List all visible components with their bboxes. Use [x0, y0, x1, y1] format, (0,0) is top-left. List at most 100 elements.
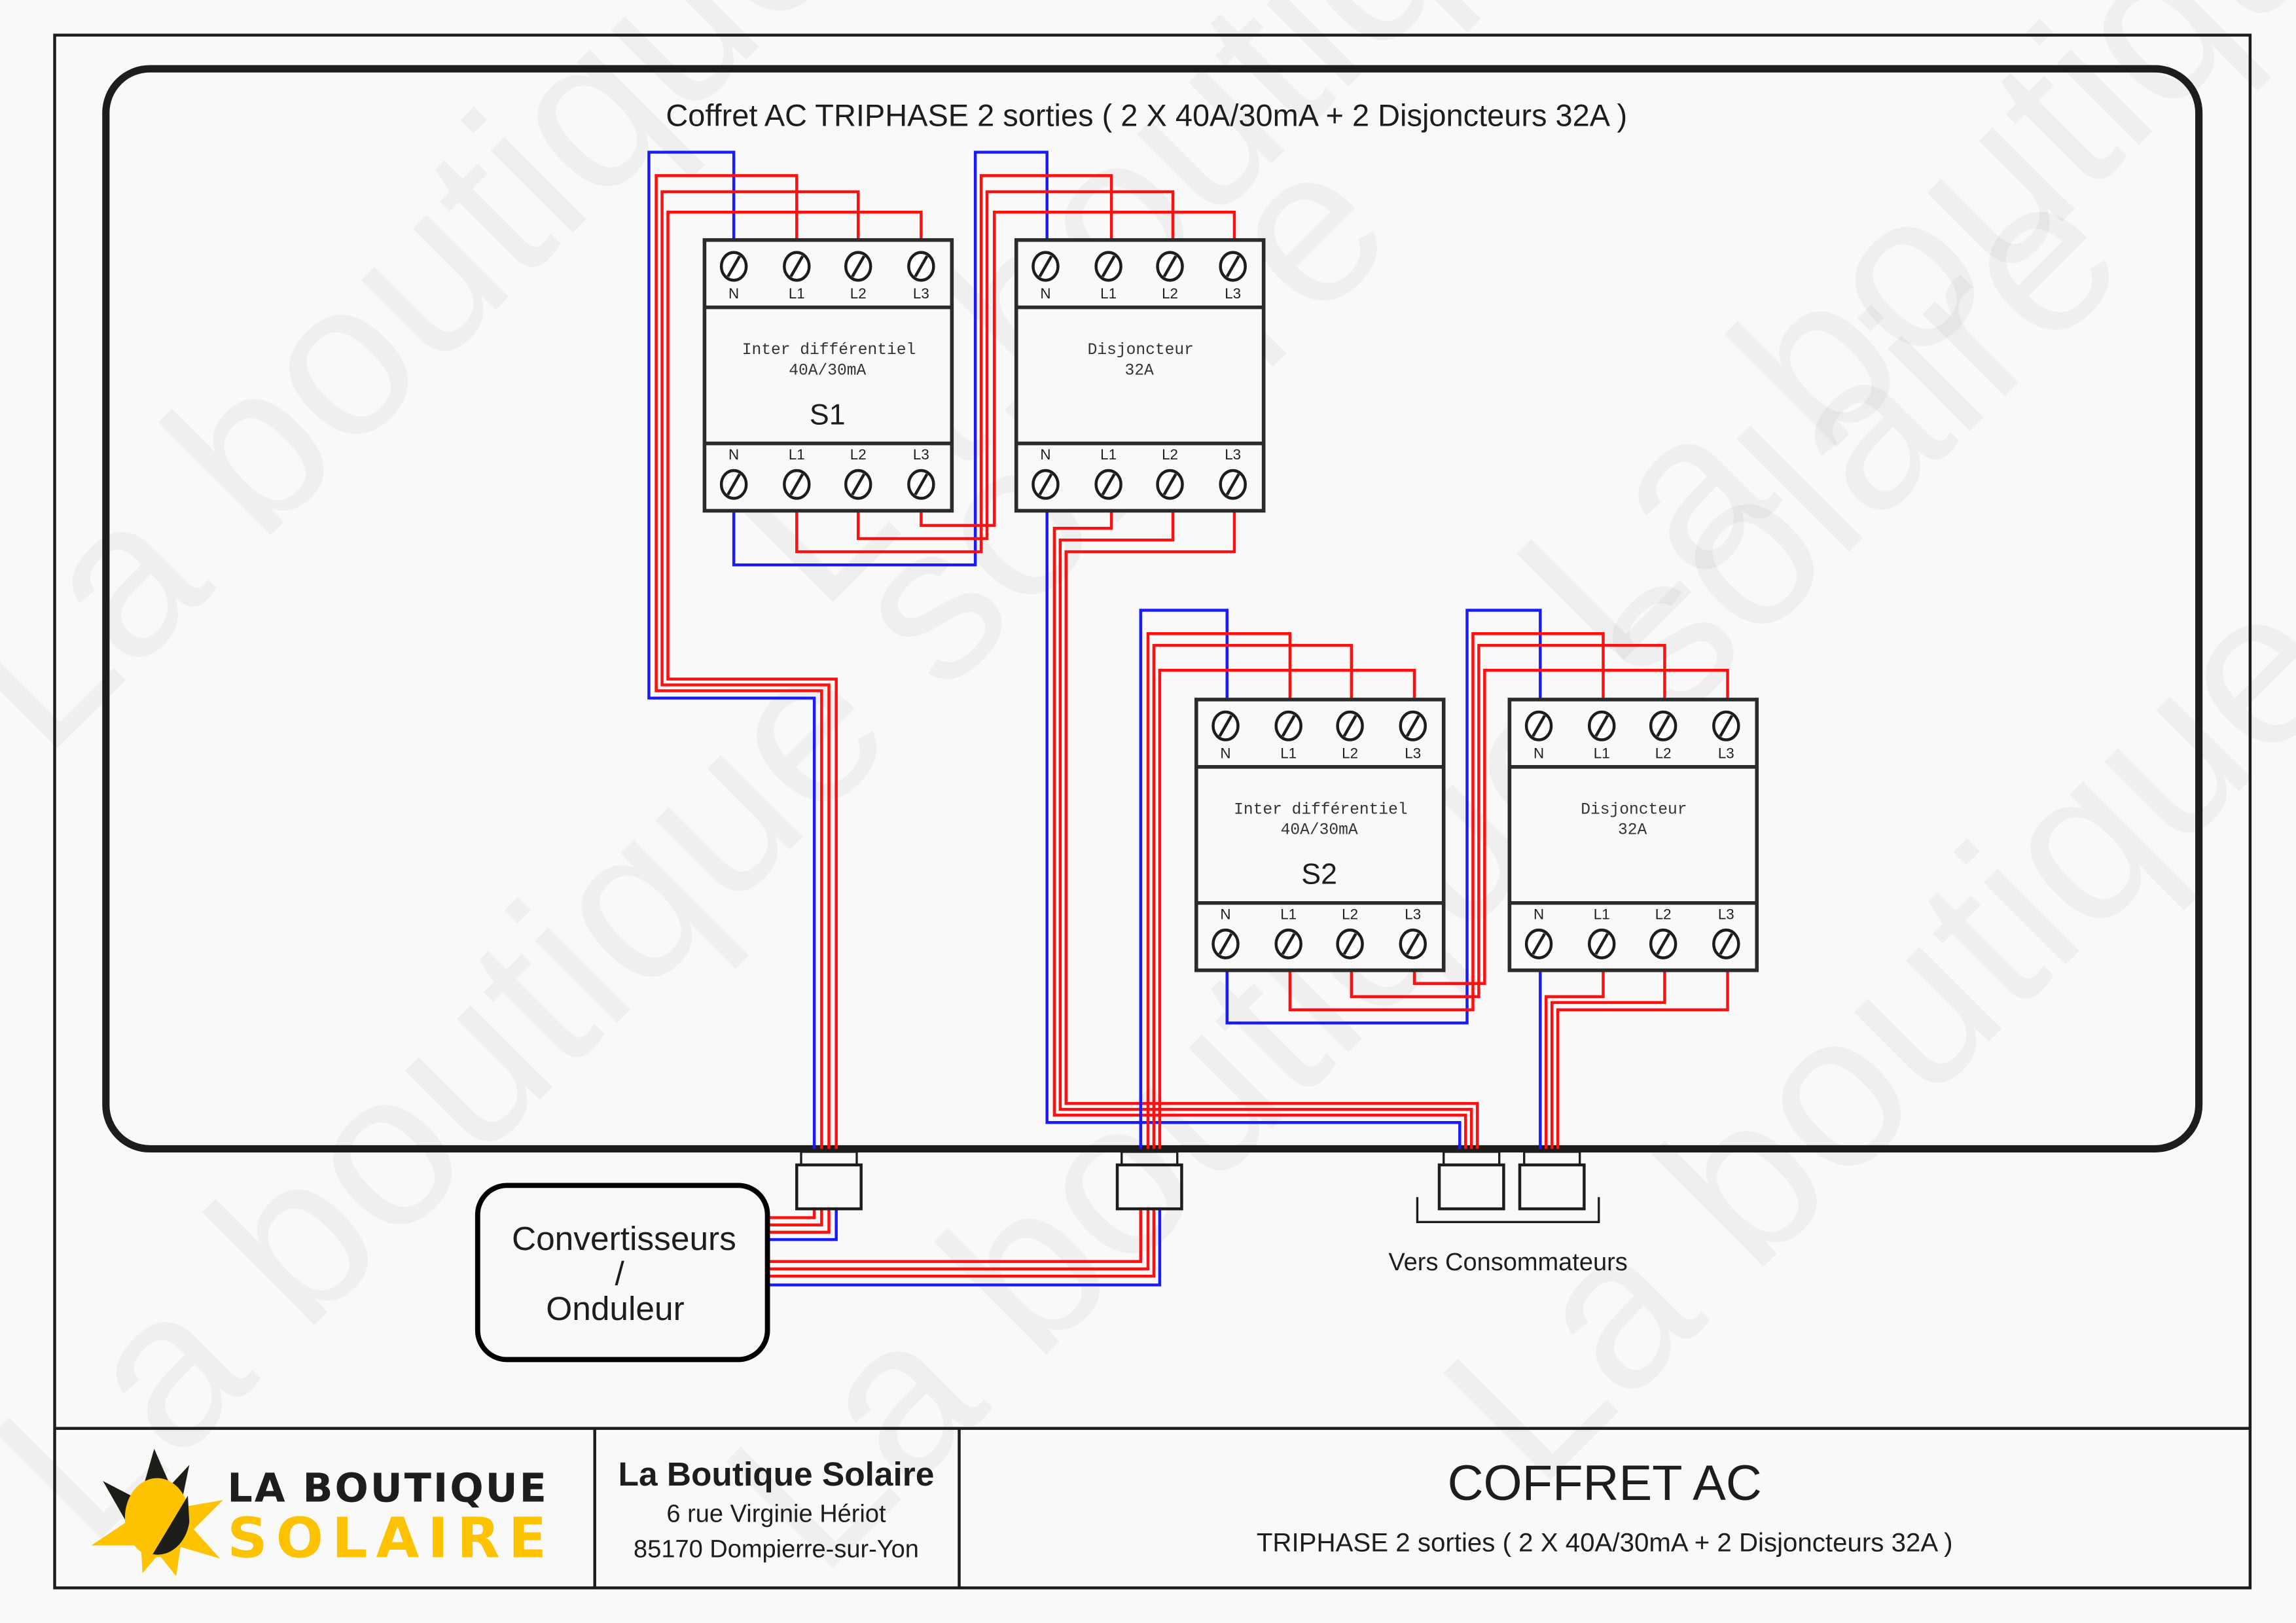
terminal-label: L2 [1342, 906, 1358, 922]
terminal-screw-icon [1274, 710, 1302, 741]
consumers-bracket [1416, 1197, 1600, 1223]
converter-label: Convertisseurs [512, 1219, 736, 1257]
terminal-screw-icon [1094, 469, 1122, 500]
terminal-label: L1 [789, 446, 805, 463]
terminal-label: L3 [1718, 906, 1734, 922]
terminal-screw-icon [1336, 710, 1364, 741]
terminal-screw-icon [1211, 710, 1240, 741]
terminal-label: L2 [1655, 745, 1672, 761]
terminal-label: L3 [1405, 906, 1421, 922]
module-rating: 40A/30mA [789, 362, 866, 380]
terminal-label: L1 [1594, 745, 1610, 761]
terminal-screw-icon [1649, 710, 1677, 741]
terminal-label: L1 [1280, 745, 1297, 761]
terminal-screw-icon [844, 469, 872, 500]
terminal-label: L3 [1405, 745, 1421, 761]
address-line2: 85170 Dompierre-sur-Yon [634, 1535, 919, 1563]
terminal-screw-icon [1336, 928, 1364, 959]
terminal-screw-icon [719, 251, 748, 282]
terminal-label: L2 [850, 446, 867, 463]
terminal-screw-icon [907, 469, 935, 500]
company-name: La Boutique Solaire [619, 1455, 935, 1493]
terminal-screw-icon [1524, 710, 1553, 741]
terminal-label: N [1534, 745, 1544, 761]
terminal-label: N [728, 285, 739, 302]
module-type: Disjoncteur [1088, 342, 1194, 359]
terminal-label: L1 [789, 285, 805, 302]
document-title: COFFRET AC [1448, 1455, 1762, 1511]
terminal-label: L1 [1594, 906, 1610, 922]
terminal-screw-icon [1031, 251, 1060, 282]
terminal-screw-icon [1211, 928, 1240, 959]
terminal-label: N [1534, 906, 1544, 922]
terminal-screw-icon [783, 469, 811, 500]
terminal-label: L2 [1342, 745, 1358, 761]
diagram-title: Coffret AC TRIPHASE 2 sorties ( 2 X 40A/… [666, 98, 1627, 132]
terminal-screw-icon [1156, 469, 1184, 500]
module-type: Disjoncteur [1581, 801, 1687, 819]
module-tag: S2 [1301, 859, 1337, 891]
terminal-screw-icon [1274, 928, 1302, 959]
terminal-label: N [1040, 285, 1050, 302]
document-subtitle: TRIPHASE 2 sorties ( 2 X 40A/30mA + 2 Di… [1257, 1527, 1953, 1557]
logo-text-line2: SOLAIRE [227, 1506, 547, 1571]
inverter-label: Onduleur [546, 1289, 685, 1327]
terminal-screw-icon [1712, 928, 1740, 959]
terminal-screw-icon [1031, 469, 1060, 500]
terminal-screw-icon [1712, 710, 1740, 741]
module-rating: 32A [1618, 822, 1647, 840]
terminal-label: L3 [1225, 285, 1241, 302]
terminal-label: N [1220, 745, 1230, 761]
terminal-label: N [1040, 446, 1050, 463]
consumers-label: Vers Consommateurs [1388, 1249, 1627, 1276]
terminal-label: N [728, 446, 739, 463]
terminal-screw-icon [1587, 710, 1616, 741]
wires [647, 151, 1729, 1287]
terminal-screw-icon [783, 251, 811, 282]
terminal-label: L3 [1225, 446, 1241, 463]
terminal-label: L1 [1280, 906, 1297, 922]
terminal-screw-icon [1094, 251, 1122, 282]
module-tag: S1 [810, 399, 846, 431]
converter-slash: / [615, 1254, 625, 1292]
terminal-screw-icon [1399, 710, 1427, 741]
terminal-label: L1 [1100, 446, 1117, 463]
terminal-label: L3 [913, 446, 929, 463]
terminal-label: L3 [1718, 745, 1734, 761]
sun-logo-icon [91, 1448, 223, 1577]
page-frame [53, 33, 2252, 1590]
terminal-screw-icon [1219, 251, 1247, 282]
terminal-screw-icon [719, 469, 748, 500]
terminal-screw-icon [844, 251, 872, 282]
terminal-label: L2 [850, 285, 867, 302]
module-type: Inter différentiel [1234, 801, 1408, 819]
terminal-screw-icon [1219, 469, 1247, 500]
title-block: LA BOUTIQUE SOLAIRE La Boutique Solaire … [54, 1427, 2250, 1588]
module-type: Inter différentiel [742, 342, 916, 359]
terminal-screw-icon [1156, 251, 1184, 282]
terminal-label: L2 [1162, 446, 1178, 463]
terminal-screw-icon [907, 251, 935, 282]
cable-gland-input-1 [795, 1150, 863, 1211]
terminal-label: L2 [1655, 906, 1672, 922]
logo-text-line1: LA BOUTIQUE [227, 1465, 547, 1511]
module-rating: 32A [1124, 362, 1153, 380]
cable-gland-input-2 [1115, 1150, 1183, 1211]
module-rating: 40A/30mA [1281, 822, 1358, 840]
terminal-label: L1 [1100, 285, 1117, 302]
terminal-label: L2 [1162, 285, 1178, 302]
terminal-screw-icon [1587, 928, 1616, 959]
terminal-screw-icon [1524, 928, 1553, 959]
terminal-label: N [1220, 906, 1230, 922]
cable-gland-output-2 [1518, 1150, 1586, 1211]
terminal-screw-icon [1399, 928, 1427, 959]
cable-gland-output-1 [1437, 1150, 1505, 1211]
address-line1: 6 rue Virginie Hériot [666, 1501, 886, 1528]
terminal-label: L3 [913, 285, 929, 302]
